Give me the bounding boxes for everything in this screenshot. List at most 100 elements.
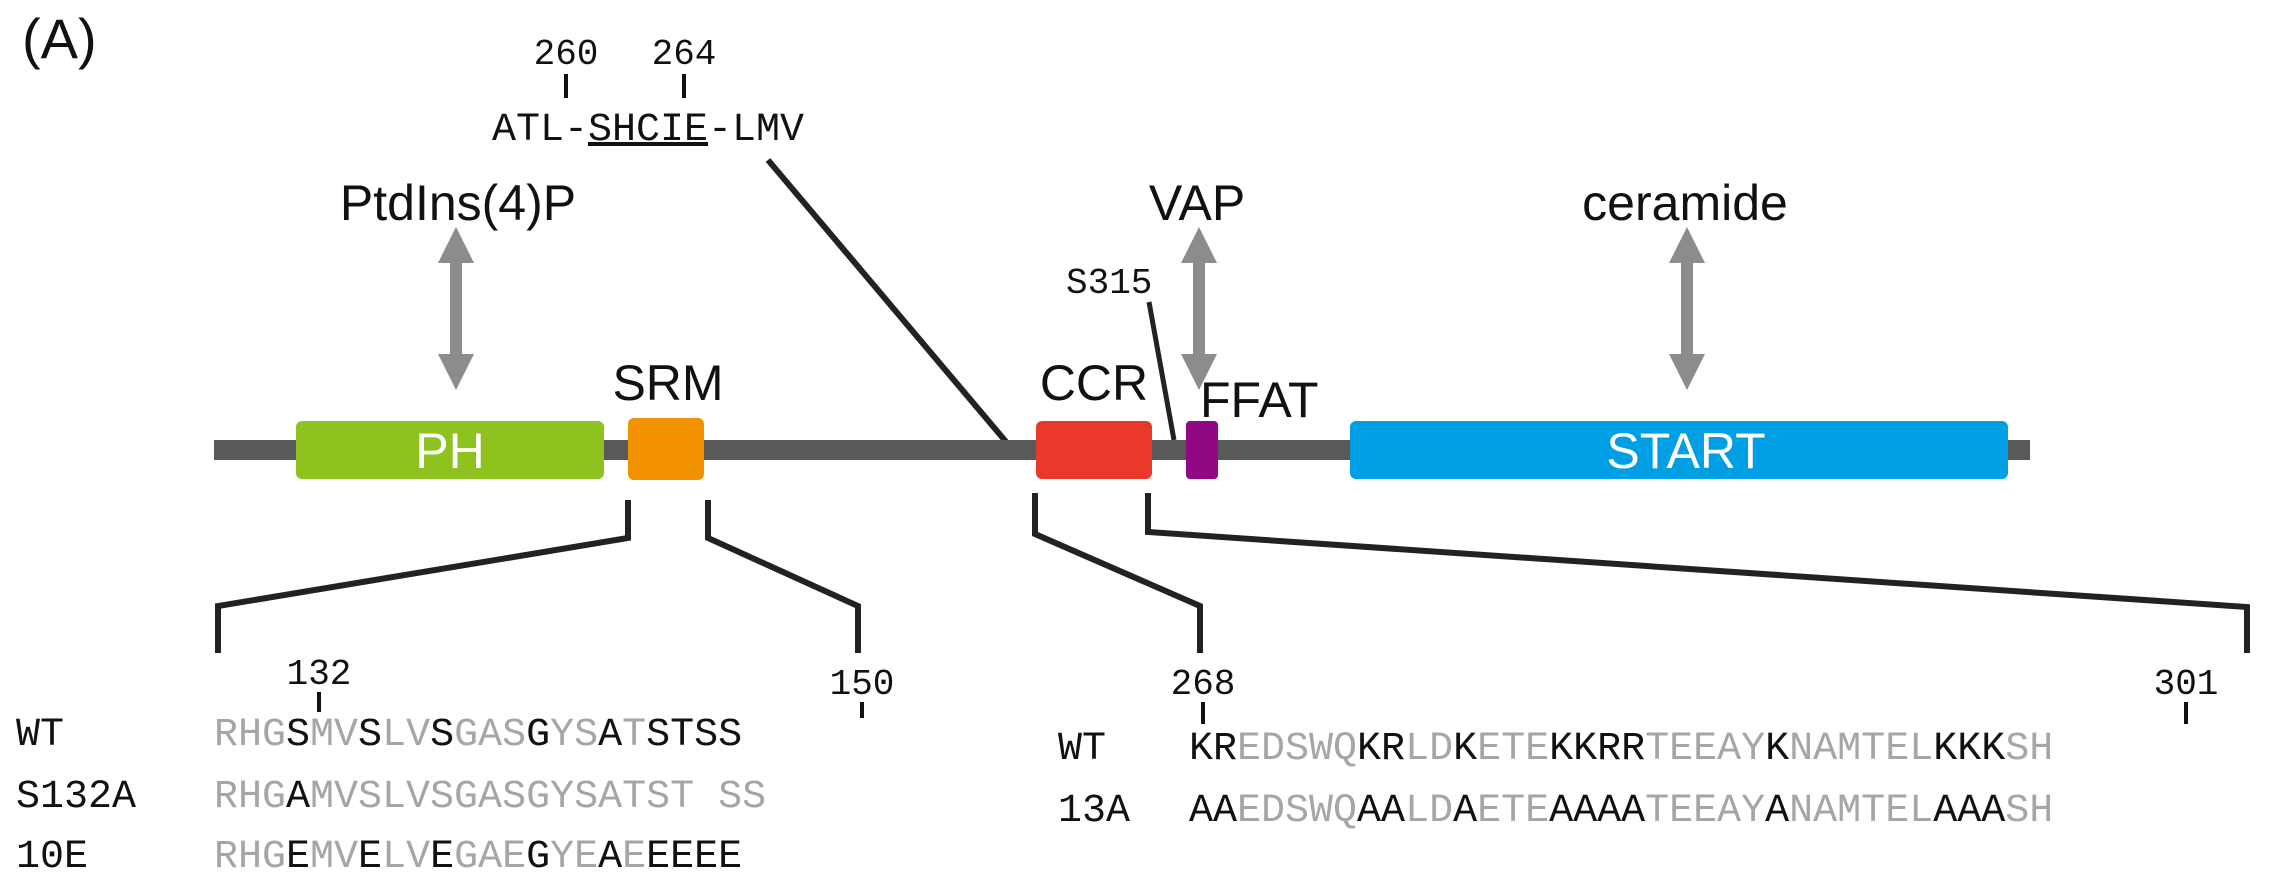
residue-260-label: 260 bbox=[534, 34, 599, 75]
residue-132-label: 132 bbox=[287, 654, 352, 695]
domain-ph: PH bbox=[296, 421, 604, 479]
start-domain-box bbox=[1350, 421, 2008, 479]
sequence-run: EEEE bbox=[646, 835, 742, 880]
sequence-run: KR bbox=[1189, 727, 1237, 772]
sequence-run: RHG bbox=[214, 713, 286, 758]
sequence-run: LD bbox=[1405, 727, 1453, 772]
sequence-run: MV bbox=[310, 835, 358, 880]
sequence-run: TEEAY bbox=[1645, 789, 1765, 834]
domain-ffat: FFAT bbox=[1186, 372, 1319, 479]
ph-domain-label: PH bbox=[415, 423, 484, 479]
residue-264-label: 264 bbox=[652, 34, 717, 75]
sequence-run: NAMTEL bbox=[1789, 727, 1933, 772]
sequence-run: G bbox=[526, 713, 550, 758]
sequence-run: SH bbox=[2005, 727, 2053, 772]
sequence-run: K bbox=[1453, 727, 1477, 772]
sequence-run: A bbox=[286, 775, 310, 820]
sequence-run: A bbox=[1453, 789, 1477, 834]
sequence-run: AAA bbox=[1933, 789, 2005, 834]
motif-pointer-line bbox=[765, 158, 1016, 452]
sequence-run: STSS bbox=[646, 713, 742, 758]
srm-sequence-wt: RHGSMVSLVSGASGYSATSTSS bbox=[214, 713, 742, 758]
sequence-run: E bbox=[286, 835, 310, 880]
sequence-run: GAS bbox=[454, 713, 526, 758]
sequence-run: TEEAY bbox=[1645, 727, 1765, 772]
srm-row-label-10e: 10E bbox=[16, 835, 88, 880]
sequence-run: SH bbox=[2005, 789, 2053, 834]
sequence-run: A bbox=[1765, 789, 1789, 834]
sequence-run: AA bbox=[1357, 789, 1405, 834]
sequence-run: YE bbox=[550, 835, 598, 880]
srm-sequence-panel: 132 150 WT RHGSMVSLVSGASGYSATSTSS S132A … bbox=[16, 654, 894, 880]
srm-domain-label: SRM bbox=[612, 355, 723, 411]
start-domain-label: START bbox=[1606, 423, 1765, 479]
sequence-run: E bbox=[622, 835, 646, 880]
domain-start: START bbox=[1350, 421, 2008, 479]
sequence-run: E bbox=[430, 835, 454, 880]
ccr-row-label-13a: 13A bbox=[1058, 789, 1130, 834]
ccr-zoom-right-connector bbox=[1145, 493, 2250, 653]
sequence-run: EDSWQ bbox=[1237, 789, 1357, 834]
sequence-run: AAAA bbox=[1549, 789, 1645, 834]
sequence-run: LD bbox=[1405, 789, 1453, 834]
motif-suffix: -LMV bbox=[708, 108, 804, 153]
sequence-run: EDSWQ bbox=[1237, 727, 1357, 772]
residue-301-label: 301 bbox=[2154, 664, 2219, 705]
ph-domain-box bbox=[296, 421, 604, 479]
sequence-run: GAE bbox=[454, 835, 526, 880]
sequence-run: S bbox=[430, 713, 454, 758]
interaction-arrows bbox=[438, 227, 1705, 390]
ffat-motif-box bbox=[1186, 421, 1218, 479]
ccr-domain-label: CCR bbox=[1040, 355, 1148, 411]
sequence-run: NAMTEL bbox=[1789, 789, 1933, 834]
sequence-run: YS bbox=[550, 713, 598, 758]
sequence-run: AA bbox=[1189, 789, 1237, 834]
srm-zoom-left-connector bbox=[215, 500, 631, 653]
srm-domain-box bbox=[628, 418, 704, 480]
sequence-run: S bbox=[358, 713, 382, 758]
srm-sequence-s132a: RHGAMVSLVSGASGYSATST SS bbox=[214, 775, 766, 820]
ccr-domain-box bbox=[1036, 421, 1152, 479]
motif-prefix: ATL- bbox=[492, 108, 588, 153]
sequence-run: K bbox=[1765, 727, 1789, 772]
ceramide-label: ceramide bbox=[1582, 175, 1788, 231]
motif-core: SHCIE bbox=[588, 108, 708, 153]
srm-row-label-s132a: S132A bbox=[16, 775, 136, 820]
ffat-motif-label: FFAT bbox=[1200, 372, 1319, 428]
sequence-run: KKRR bbox=[1549, 727, 1645, 772]
sequence-run: A bbox=[598, 713, 622, 758]
ccr-sequence-wt: KREDSWQKRLDKETEKKRRTEEAYKNAMTELKKKSH bbox=[1189, 727, 2053, 772]
sequence-run: ETE bbox=[1477, 789, 1549, 834]
ccr-sequence-panel: 268 301 WT KREDSWQKRLDKETEKKRRTEEAYKNAMT… bbox=[1058, 664, 2218, 834]
sequence-run: G bbox=[526, 835, 550, 880]
sequence-run: E bbox=[358, 835, 382, 880]
s315-pointer-line bbox=[1146, 301, 1177, 441]
sequence-run: ETE bbox=[1477, 727, 1549, 772]
s315-label: S315 bbox=[1066, 263, 1152, 304]
ccr-sequence-13a: AAEDSWQAALDAETEAAAATEEAYANAMTELAAASH bbox=[1189, 789, 2053, 834]
sequence-run: T bbox=[622, 713, 646, 758]
srm-sequence-10e: RHGEMVELVEGAEGYEAEEEEE bbox=[214, 835, 742, 880]
sequence-run: RHG bbox=[214, 775, 286, 820]
ptdins4p-label: PtdIns(4)P bbox=[340, 175, 576, 231]
sequence-run: KR bbox=[1357, 727, 1405, 772]
vap-label: VAP bbox=[1149, 175, 1245, 231]
sequence-run: MVSLVSGASGYSATST SS bbox=[310, 775, 766, 820]
ccr-row-label-wt: WT bbox=[1058, 727, 1106, 772]
domain-ccr: CCR bbox=[1036, 355, 1152, 479]
ccr-zoom-left-connector bbox=[1032, 493, 1203, 653]
srm-row-label-wt: WT bbox=[16, 713, 64, 758]
srm-zoom-right-connector bbox=[705, 500, 861, 653]
sequence-run: RHG bbox=[214, 835, 286, 880]
residue-150-label: 150 bbox=[830, 664, 895, 705]
sequence-run: LV bbox=[382, 713, 430, 758]
domain-srm: SRM bbox=[612, 355, 724, 480]
motif-sequence: ATL-SHCIE-LMV bbox=[492, 108, 804, 153]
sequence-run: A bbox=[598, 835, 622, 880]
panel-label: (A) bbox=[22, 7, 97, 70]
sequence-run: LV bbox=[382, 835, 430, 880]
sequence-run: KKK bbox=[1933, 727, 2005, 772]
sequence-run: MV bbox=[310, 713, 358, 758]
residue-268-label: 268 bbox=[1171, 664, 1236, 705]
